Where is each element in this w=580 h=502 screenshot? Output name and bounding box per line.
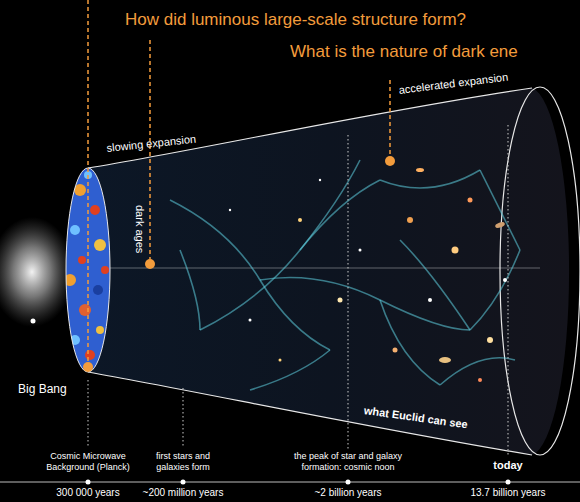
question-text: How did luminous large-scale structure f… — [125, 10, 466, 30]
time-label: 13.7 billion years — [458, 487, 558, 499]
funnel-edge — [88, 88, 532, 168]
marker-dot — [385, 156, 395, 166]
question-text: What is the nature of dark ene — [290, 42, 518, 62]
event-label: Big Bang — [18, 382, 67, 396]
universe-funnel — [88, 88, 569, 455]
epoch-lines — [88, 125, 508, 455]
today-ellipse — [500, 87, 580, 455]
phase-label: accelerated expansion — [398, 71, 509, 98]
time-label: ~2 billion years — [298, 487, 398, 499]
galaxies — [229, 168, 507, 382]
time-label: ~200 million years — [133, 487, 233, 499]
big-bang-glow — [0, 217, 74, 327]
epoch-label: Cosmic Microwave Background (Planck) — [39, 451, 137, 473]
timeline-ticks — [86, 480, 511, 485]
axis-line — [100, 268, 540, 269]
marker-dot — [83, 362, 93, 372]
marker-dot — [145, 259, 155, 269]
funnel-edge — [88, 372, 532, 455]
cosmic-web — [170, 160, 520, 390]
cmb-map — [60, 160, 120, 380]
time-label: 300 000 years — [43, 487, 133, 499]
epoch-label: today — [478, 459, 538, 472]
era-label: dark ages — [133, 205, 146, 253]
epoch-label: first stars and galaxies form — [144, 451, 222, 473]
big-bang-dot — [31, 319, 36, 324]
epoch-label: the peak of star and galaxy formation: c… — [273, 451, 423, 473]
